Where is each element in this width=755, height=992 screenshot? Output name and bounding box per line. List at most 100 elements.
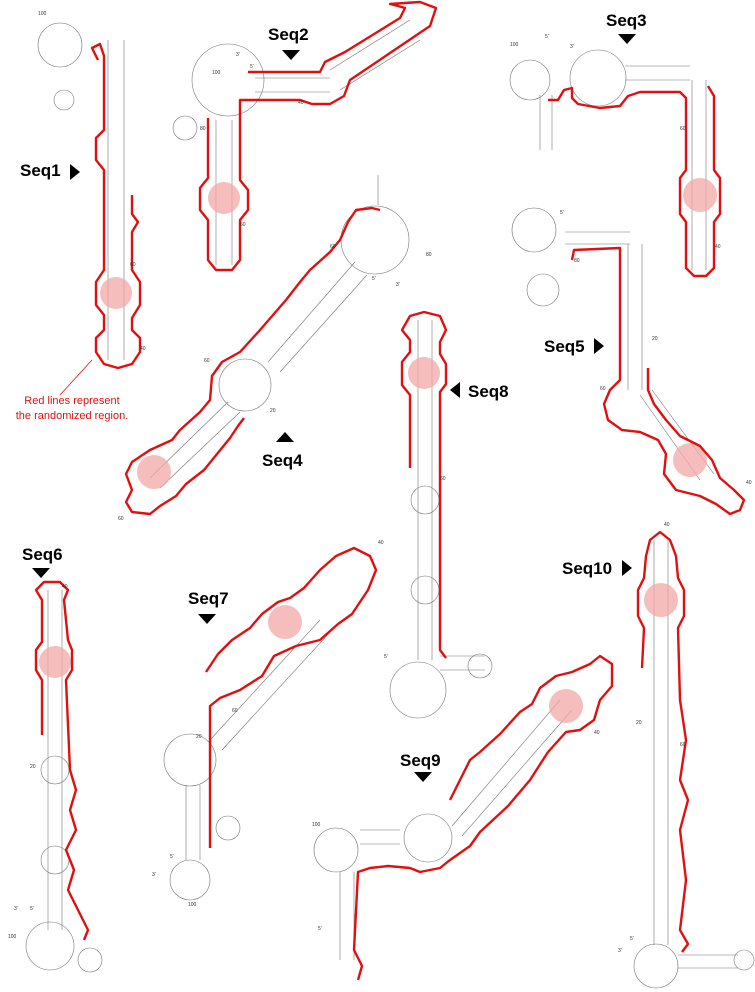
seq7-arrow-icon <box>198 614 216 624</box>
svg-text:40: 40 <box>298 100 304 106</box>
svg-text:5': 5' <box>30 906 34 912</box>
seq7-label: Seq7 <box>188 589 229 608</box>
seq5-label: Seq5 <box>544 337 585 356</box>
svg-text:60: 60 <box>204 358 210 364</box>
svg-text:100: 100 <box>212 70 221 76</box>
seq9-structure: 40 100 5' <box>312 654 614 981</box>
svg-text:5': 5' <box>545 34 549 40</box>
seq4-label: Seq4 <box>262 451 303 470</box>
seq1-highlight <box>100 277 132 309</box>
svg-text:100: 100 <box>510 42 519 48</box>
svg-text:100: 100 <box>8 934 17 940</box>
seq8-label: Seq8 <box>468 382 509 401</box>
svg-text:5': 5' <box>318 926 322 932</box>
seq2-highlight <box>208 182 240 214</box>
svg-text:20: 20 <box>30 764 36 770</box>
note-line1: Red lines represent <box>24 395 119 407</box>
svg-text:20: 20 <box>196 734 202 740</box>
seq2-structure: 100 40 60 80 5' 3' <box>172 0 438 272</box>
seq3-arrow-icon <box>618 34 636 44</box>
svg-text:40: 40 <box>62 584 68 590</box>
svg-text:40: 40 <box>746 480 752 486</box>
svg-text:3': 3' <box>396 282 400 288</box>
svg-text:3': 3' <box>152 872 156 878</box>
svg-text:40: 40 <box>664 522 670 528</box>
svg-text:60: 60 <box>118 516 124 522</box>
svg-text:20: 20 <box>270 408 276 414</box>
seq6-highlight <box>39 646 71 678</box>
seq2-randomized-outline <box>198 0 438 272</box>
seq9-randomized-outline <box>352 654 614 981</box>
svg-text:3': 3' <box>618 948 622 954</box>
seq5-arrow-icon <box>594 338 604 354</box>
svg-text:100: 100 <box>38 11 47 17</box>
svg-text:60: 60 <box>330 244 336 250</box>
seq5-structure: 80 60 20 40 5' <box>511 207 752 516</box>
seq10-label: Seq10 <box>562 559 612 578</box>
seq4-structure: 60 60 60 20 80 5' 3' <box>118 175 432 522</box>
seq4-arrow-icon <box>276 432 294 442</box>
seq8-randomized-outline <box>400 310 448 659</box>
seq10-highlight <box>644 583 678 617</box>
seq9-arrow-icon <box>414 772 432 782</box>
seq6-structure: 40 20 100 5' 3' <box>8 580 103 973</box>
svg-text:5': 5' <box>630 936 634 942</box>
svg-text:80: 80 <box>200 126 206 132</box>
svg-text:5': 5' <box>372 276 376 282</box>
svg-text:40: 40 <box>594 730 600 736</box>
svg-text:60: 60 <box>680 742 686 748</box>
svg-text:60: 60 <box>600 386 606 392</box>
seq10-structure: 40 20 60 3' 5' <box>618 522 755 989</box>
svg-text:40: 40 <box>715 244 721 250</box>
svg-text:3': 3' <box>570 44 574 50</box>
seq2-label: Seq2 <box>268 25 309 44</box>
svg-text:5': 5' <box>170 854 174 860</box>
seq9-label: Seq9 <box>400 751 441 770</box>
seq4-randomized-outline <box>124 206 381 516</box>
seq2-arrow-icon <box>282 50 300 60</box>
svg-text:80: 80 <box>574 258 580 264</box>
svg-text:20: 20 <box>636 720 642 726</box>
seq3-label: Seq3 <box>606 11 647 30</box>
seq7-structure: 20 60 40 5' 3' 100 <box>152 540 384 908</box>
note-line2: the randomized region. <box>16 410 129 422</box>
seq8-structure: 60 5' <box>384 310 493 719</box>
seq9-highlight <box>549 689 583 723</box>
svg-text:40: 40 <box>378 540 384 546</box>
seq1-randomized-outline <box>90 42 142 370</box>
seq7-randomized-outline <box>205 546 378 848</box>
svg-text:60: 60 <box>680 126 686 132</box>
svg-text:60: 60 <box>232 708 238 714</box>
svg-text:100: 100 <box>312 822 321 828</box>
svg-text:60: 60 <box>440 476 446 482</box>
svg-text:60: 60 <box>130 262 136 268</box>
seq3-structure: 100 60 40 5' 3' <box>509 34 722 278</box>
seq4-highlight <box>137 455 171 489</box>
svg-text:20: 20 <box>652 336 658 342</box>
seq10-randomized-outline <box>636 530 690 953</box>
seq10-arrow-icon <box>622 560 632 576</box>
note-pointer <box>59 359 93 396</box>
svg-text:5': 5' <box>250 64 254 70</box>
seq1-label: Seq1 <box>20 161 61 180</box>
seq6-arrow-icon <box>32 568 50 578</box>
seq5-randomized-outline <box>570 246 746 516</box>
svg-text:60: 60 <box>240 222 246 228</box>
svg-text:100: 100 <box>188 902 197 908</box>
svg-text:5': 5' <box>560 210 564 216</box>
seq6-label: Seq6 <box>22 545 63 564</box>
seq7-highlight <box>268 605 302 639</box>
seq8-highlight <box>408 357 440 389</box>
svg-text:3': 3' <box>14 906 18 912</box>
seq3-highlight <box>683 178 717 212</box>
seq6-randomized-outline <box>34 580 90 941</box>
svg-text:3': 3' <box>236 52 240 58</box>
seq1-structure: 100 40 60 <box>37 11 146 370</box>
seq3-randomized-outline <box>548 85 722 278</box>
svg-text:5': 5' <box>384 654 388 660</box>
svg-text:40: 40 <box>140 346 146 352</box>
svg-text:80: 80 <box>426 252 432 258</box>
seq1-arrow-icon <box>70 164 80 180</box>
seq5-highlight <box>673 443 707 477</box>
